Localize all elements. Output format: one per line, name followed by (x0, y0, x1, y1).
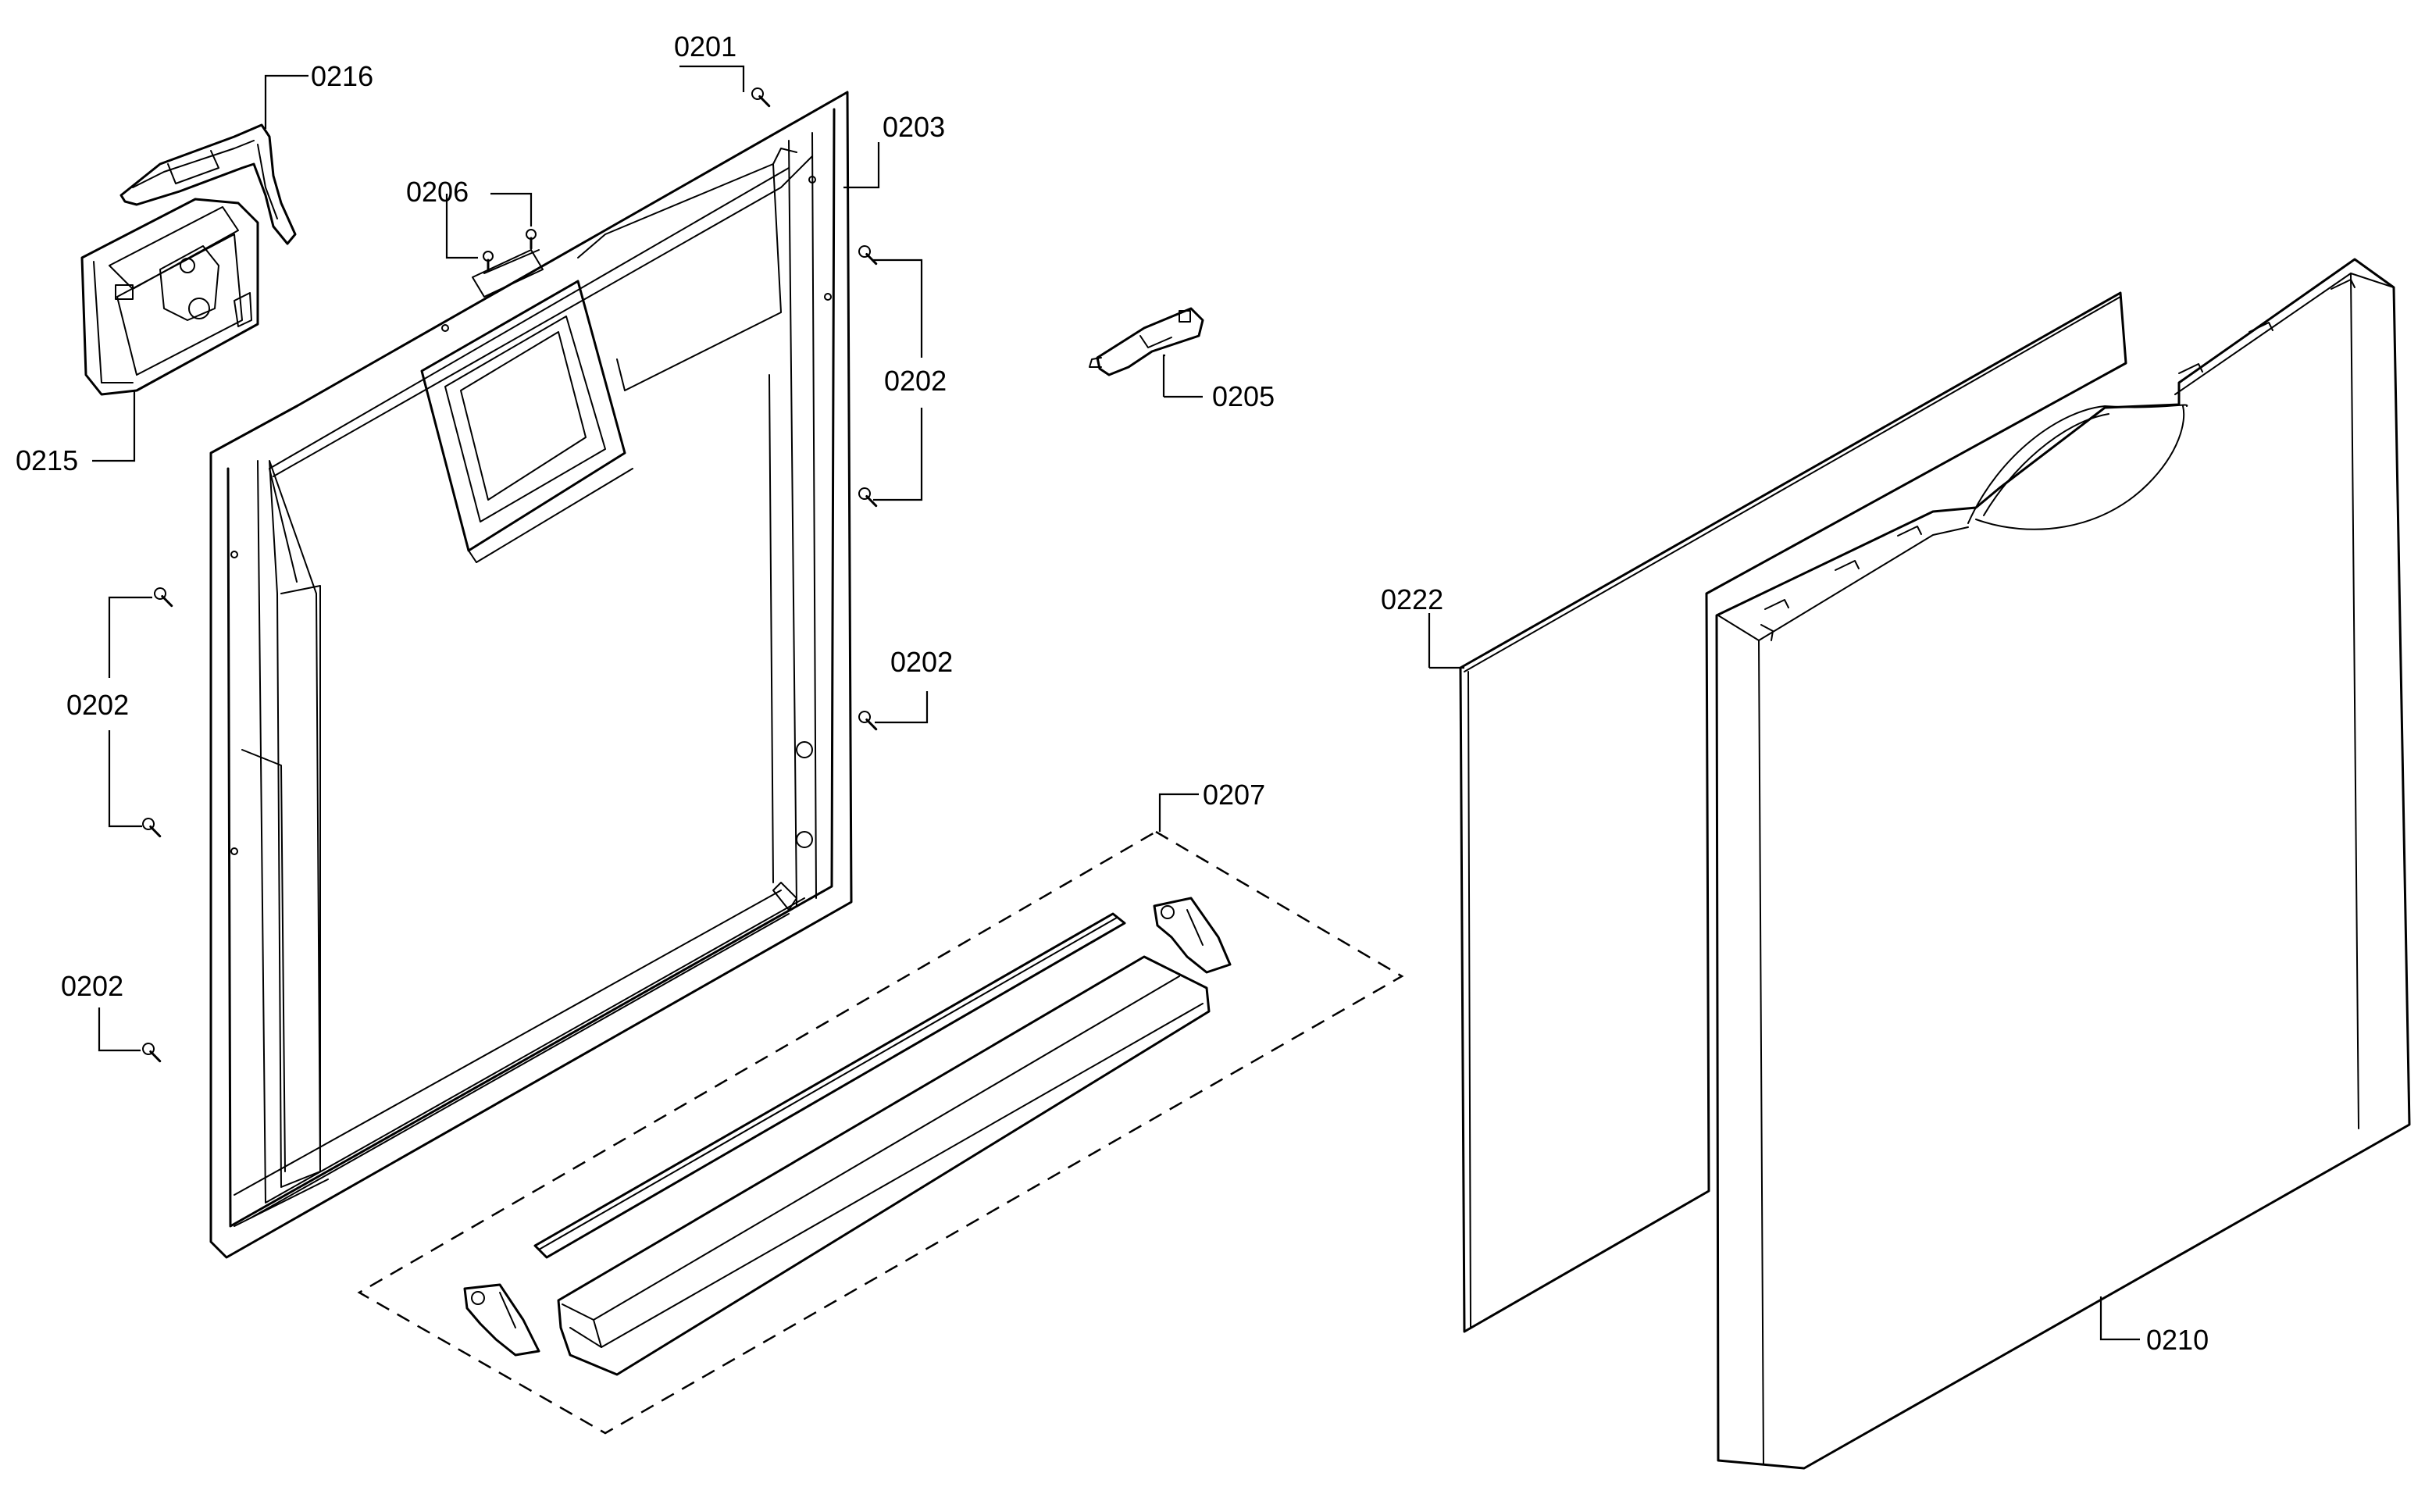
bottom-seal-kit (357, 830, 1404, 1435)
callout-labels: 0201 0216 0203 0206 0202 0205 0215 0222 … (16, 30, 2209, 1356)
callout-0201: 0201 (674, 30, 736, 62)
decor-panel (1459, 291, 2127, 1333)
callout-0207: 0207 (1203, 779, 1265, 811)
callout-0203: 0203 (883, 111, 945, 143)
frame-holes (230, 176, 832, 911)
callout-0215: 0215 (16, 444, 78, 476)
callout-0210: 0210 (2146, 1324, 2209, 1356)
callout-0216: 0216 (311, 60, 373, 92)
callout-0222: 0222 (1381, 583, 1443, 615)
leader-lines (92, 65, 2140, 1341)
callout-0202-right-upper: 0202 (884, 365, 947, 397)
dispenser-bracket (119, 123, 297, 245)
inner-door-frame (209, 91, 853, 1259)
callout-0206: 0206 (406, 176, 469, 208)
screws (142, 87, 878, 1063)
detergent-dispenser (80, 198, 259, 396)
callout-0202-right-lower: 0202 (890, 646, 953, 678)
outer-door-panel (1715, 258, 2411, 1470)
callout-0202-left-lower: 0202 (61, 970, 123, 1002)
callout-0202-left-middle: 0202 (66, 689, 129, 721)
door-latch (1089, 307, 1204, 376)
dispenser-recess (420, 249, 633, 563)
callout-0205: 0205 (1212, 380, 1275, 412)
